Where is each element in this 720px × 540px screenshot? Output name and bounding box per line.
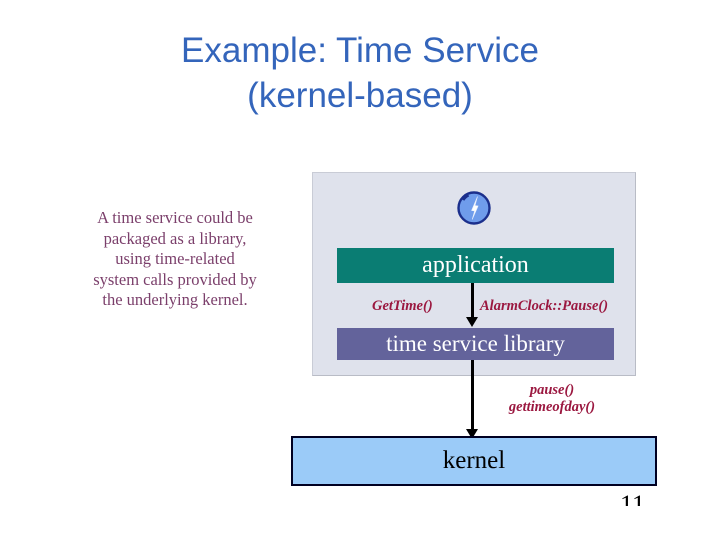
call-label-syscalls: pause() gettimeofday(): [508, 382, 596, 415]
application-box: application: [337, 248, 614, 283]
caption-paragraph: A time service could be packaged as a li…: [93, 208, 257, 309]
kernel-box: kernel: [291, 436, 657, 486]
page-number: 11: [620, 492, 680, 506]
time-service-library-box-label: time service library: [386, 331, 565, 356]
clock-hand: [471, 196, 479, 220]
arrow-application-to-library-head: [466, 317, 478, 327]
application-box-label: application: [422, 252, 529, 278]
clock-icon-svg: [457, 191, 491, 225]
page-title: Example: Time Service (kernel-based): [181, 31, 539, 115]
call-label-gettime: GetTime(): [372, 298, 433, 314]
kernel-box-label: kernel: [442, 447, 506, 474]
clock-icon: [456, 189, 492, 225]
arrow-library-to-kernel-shaft: [471, 360, 474, 432]
call-label-alarmclock-pause: AlarmClock::Pause(): [480, 298, 609, 314]
arrow-application-to-library-shaft: [471, 283, 474, 319]
time-service-library-box: time service library: [337, 328, 614, 360]
clock-bell-arc: [461, 193, 470, 201]
arrow-library-to-kernel-head: [466, 429, 478, 439]
